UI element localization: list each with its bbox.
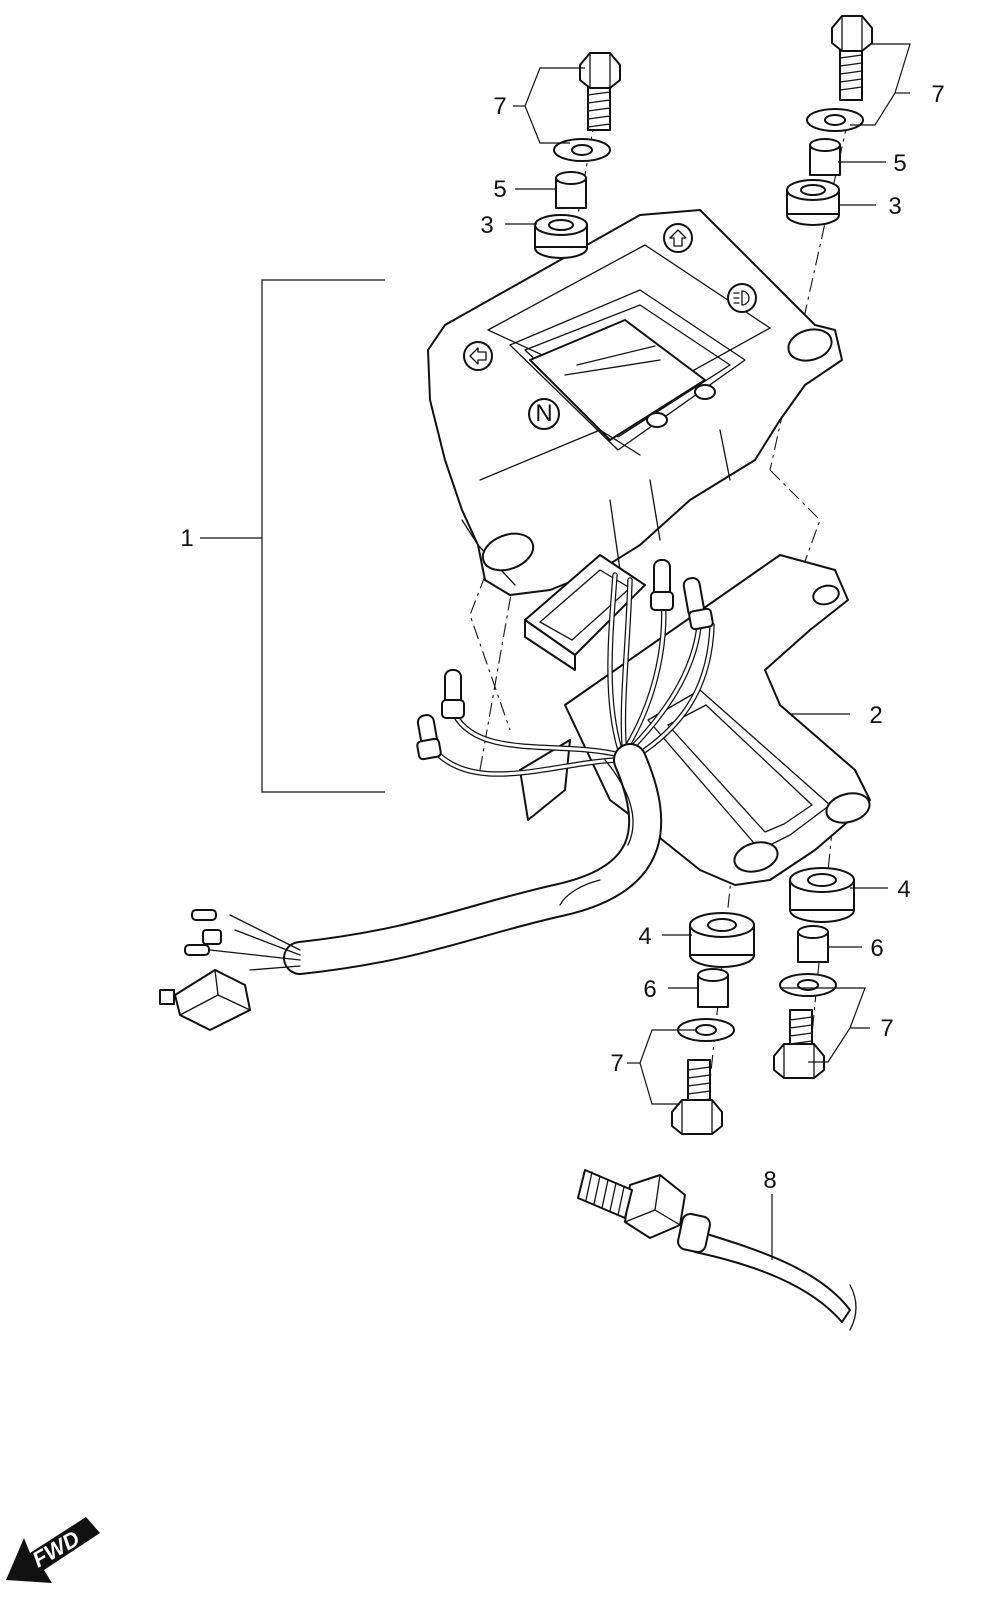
callout-2: 2: [869, 702, 882, 729]
bulb-socket-3: [650, 559, 674, 611]
grommet-lower-left: [689, 912, 755, 968]
leader-lines: [505, 43, 911, 1260]
callout-7-lower-left: 7: [610, 1050, 623, 1077]
grommet-upper-right: [786, 179, 840, 226]
speedometer-cable: [577, 1169, 857, 1331]
washer-lower-left: [677, 1018, 735, 1042]
bullet-terminal-1: [191, 909, 217, 921]
assembly-bracket: [200, 279, 385, 793]
left-turn-indicator-icon: [463, 341, 493, 371]
bulb-socket-1: [441, 669, 465, 719]
wire-harness: [209, 572, 715, 975]
callout-1: 1: [180, 525, 193, 552]
callout-7-lower-right: 7: [880, 1015, 893, 1042]
callout-5-left: 5: [493, 176, 506, 203]
bullet-terminal-3: [184, 944, 210, 956]
callout-3-left: 3: [480, 212, 493, 239]
meter-housing: [427, 209, 843, 596]
callout-8: 8: [763, 1167, 776, 1194]
bullet-terminal-2: [202, 929, 222, 945]
high-beam-indicator-icon: [727, 283, 757, 313]
bulb-socket-4: [682, 577, 714, 631]
bolt-lower-right: [773, 1009, 825, 1079]
callout-5-right: 5: [893, 150, 906, 177]
washer-upper-left: [553, 138, 611, 162]
callout-7-upper-left: 7: [493, 93, 506, 120]
callout-4-left: 4: [638, 923, 651, 950]
grommet-lower-right: [789, 867, 855, 923]
callout-3-right: 3: [888, 193, 901, 220]
callout-6-left: 6: [643, 976, 656, 1003]
bolt-upper-left: [579, 52, 621, 131]
multi-pin-connector: [159, 969, 251, 1031]
right-turn-indicator-icon: [663, 223, 693, 253]
bolt-upper-right: [831, 15, 873, 101]
grommet-upper-left: [534, 214, 588, 259]
washer-upper-right: [806, 108, 864, 132]
collar-upper-left: [555, 171, 587, 209]
fwd-arrow-icon: FWD: [6, 1517, 100, 1583]
bulb-socket-2: [416, 714, 442, 761]
neutral-indicator-icon: N: [528, 398, 560, 430]
bolt-lower-left: [671, 1059, 723, 1135]
collar-upper-right: [809, 138, 841, 176]
callout-labels: 1 2 3 3 4 4 5 5 6 6 7 7 7 7 8: [180, 81, 944, 1194]
collar-lower-right: [797, 925, 829, 963]
neutral-indicator-label: N: [535, 400, 552, 427]
collar-lower-left: [697, 968, 729, 1008]
callout-6-right: 6: [870, 935, 883, 962]
callout-4-right: 4: [897, 876, 910, 903]
callout-7-upper-right: 7: [931, 81, 944, 108]
washer-lower-right: [779, 973, 837, 997]
